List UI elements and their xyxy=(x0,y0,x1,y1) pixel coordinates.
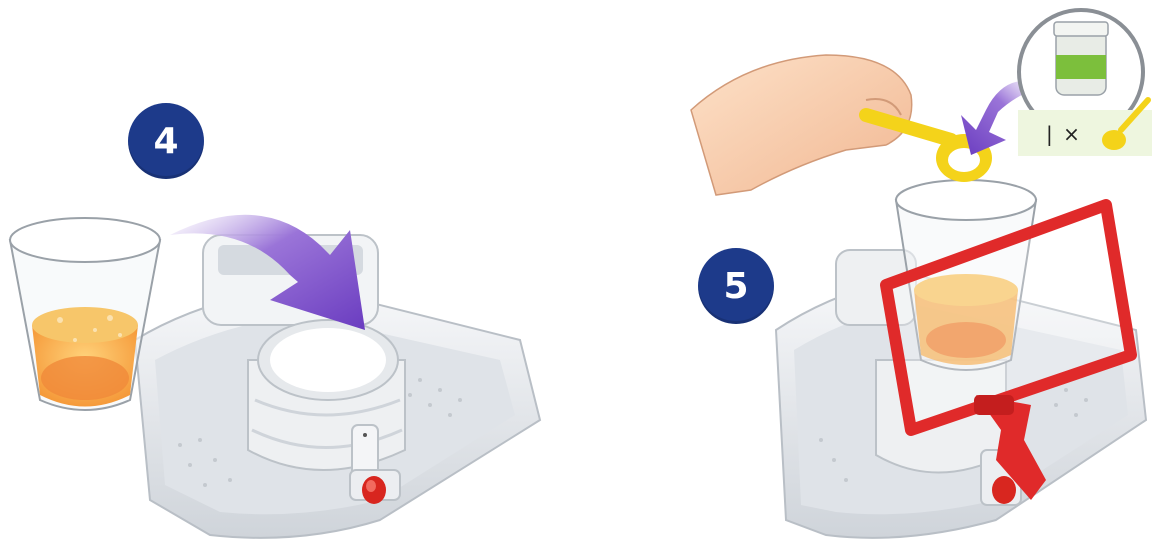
step-4-drawing xyxy=(0,0,576,549)
dose-label: | × xyxy=(1046,122,1082,146)
step-5-badge: 5 xyxy=(698,248,774,324)
step-4-badge: 4 xyxy=(128,103,204,179)
step-5-drawing xyxy=(576,0,1152,549)
step-5-panel: | × 5 xyxy=(576,0,1152,549)
cup-icon xyxy=(10,218,160,410)
step-4-panel: 4 xyxy=(0,0,576,549)
